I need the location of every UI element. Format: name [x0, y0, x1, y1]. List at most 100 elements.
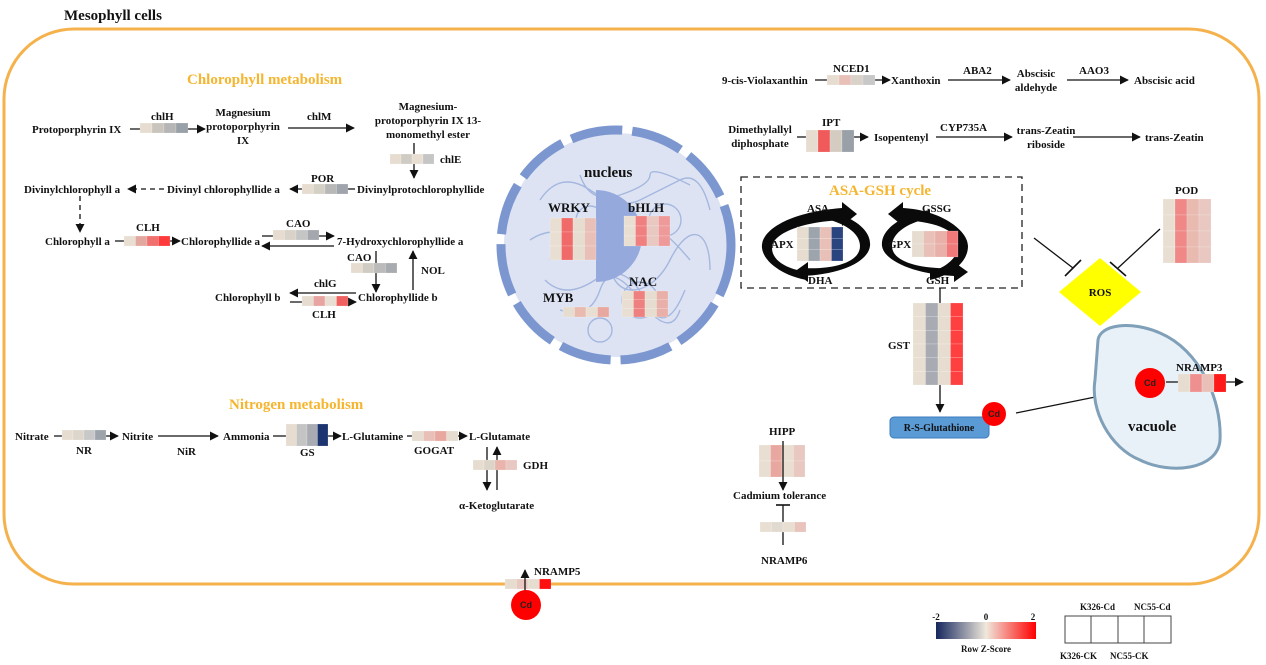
node-divinylprotochlorophyllide: Divinylprotochlorophyllide — [357, 184, 484, 196]
heatmap-cell — [158, 235, 171, 247]
legend-max: 2 — [1031, 612, 1036, 622]
heatmap-cell — [301, 295, 314, 307]
heatmap-cell — [1198, 230, 1212, 248]
heatmap-cell — [336, 183, 349, 195]
node-aldehyde-2: aldehyde — [1015, 82, 1057, 94]
heatmap-cell — [400, 153, 413, 165]
heatmap-cell — [549, 231, 562, 247]
heatmap-cell — [808, 226, 821, 239]
gene-NRAMP6: NRAMP6 — [761, 555, 808, 567]
heatmap-cell — [139, 122, 153, 134]
heatmap-cell — [646, 235, 659, 247]
heatmap-cell — [912, 357, 926, 372]
heatmap-cell — [831, 226, 844, 239]
heatmap-cell — [446, 430, 459, 442]
heatmap-cell — [950, 357, 964, 372]
heatmap-cell — [561, 217, 574, 233]
node-isopentenyl: Isopentenyl — [874, 132, 928, 144]
heatmap-cell — [829, 129, 843, 153]
heatmap-cell — [794, 521, 807, 533]
heatmap — [912, 302, 964, 386]
heatmap-cell — [633, 299, 646, 309]
heatmap-cell — [72, 429, 85, 441]
heatmap-cell — [950, 316, 964, 331]
heatmap — [562, 306, 610, 318]
pod-label: POD — [1175, 185, 1198, 197]
heatmap-cell — [1213, 373, 1227, 393]
heatmap-cell — [644, 299, 657, 309]
heatmap-cell — [923, 230, 936, 245]
legend-nc55-ck: NC55-CK — [1110, 651, 1149, 661]
node-protoporphyrin: Protoporphyrin IX — [32, 124, 121, 136]
asa-gsh-title: ASA-GSH cycle — [829, 183, 931, 199]
heatmap — [826, 74, 876, 86]
heatmap-cell — [313, 183, 326, 195]
node-abscisic-acid: Abscisic acid — [1134, 75, 1195, 87]
heatmap-cell — [1162, 246, 1176, 264]
heatmap-cell — [411, 430, 424, 442]
heatmap-cell — [572, 217, 585, 233]
heatmap-cell — [422, 153, 435, 165]
tf-myb: MYB — [543, 290, 574, 305]
heatmap — [411, 430, 459, 442]
heatmap-cell — [163, 122, 177, 134]
dha-label: DHA — [808, 275, 833, 287]
gene-chlM: chlM — [307, 111, 332, 123]
heatmap-cell — [925, 302, 939, 317]
heatmap-cell — [572, 231, 585, 247]
heatmap-cell — [295, 229, 308, 241]
gene-NR: NR — [76, 445, 93, 457]
heatmap-cell — [782, 521, 795, 533]
heatmap-cell — [1201, 373, 1215, 393]
heatmap-cell — [1186, 246, 1200, 264]
heatmap-cell — [623, 225, 636, 237]
heatmap-cell — [805, 129, 819, 153]
heatmap-cell — [796, 238, 809, 250]
heatmap-cell — [644, 290, 657, 300]
gene-HIPP: HIPP — [769, 426, 796, 438]
heatmap-cell — [658, 235, 671, 247]
heatmap — [472, 459, 518, 471]
heatmap-cell — [911, 230, 924, 245]
node-dmapp-2: diphosphate — [731, 138, 789, 150]
node-divinyl-chlorophyllide: Divinyl chlorophyllide a — [167, 184, 280, 196]
heatmap-cell — [1174, 198, 1188, 216]
node-xanthoxin: Xanthoxin — [891, 75, 941, 87]
heatmap-cell — [633, 290, 646, 300]
heatmap-cell — [61, 429, 74, 441]
node-trans-zeatin: trans-Zeatin — [1145, 132, 1204, 144]
cd-ion-membrane — [511, 590, 541, 620]
gssg-label: GSSG — [922, 203, 952, 215]
node-chlorophyll-b: Chlorophyll b — [215, 292, 281, 304]
heatmap-cell — [808, 238, 821, 250]
heatmap — [1177, 373, 1227, 393]
heatmap-cell — [912, 371, 926, 386]
heatmap-cell — [862, 74, 876, 86]
heatmap-cell — [621, 290, 634, 300]
gene-NRAMP5: NRAMP5 — [534, 566, 581, 578]
gene-NCED1: NCED1 — [833, 63, 870, 75]
heatmap-cell — [1198, 246, 1212, 264]
heatmap-cell — [434, 430, 447, 442]
heatmap — [621, 290, 669, 318]
heatmap-cell — [94, 429, 107, 441]
heatmap-cell — [1177, 373, 1191, 393]
gene-CYP735A: CYP735A — [940, 122, 987, 134]
gene-NRAMP3: NRAMP3 — [1176, 362, 1223, 374]
heatmap-cell — [301, 183, 314, 195]
heatmap-cell — [819, 249, 832, 262]
vacuole — [1092, 324, 1222, 470]
heatmap-cell — [925, 371, 939, 386]
sample-legend-grid — [1064, 615, 1172, 644]
heatmap-cell — [646, 215, 659, 227]
heatmap-cell — [1198, 214, 1212, 232]
gpx-label: GPX — [888, 239, 911, 251]
node-mg-proto-3: IX — [237, 135, 249, 147]
heatmap-cell — [937, 371, 951, 386]
heatmap-cell — [937, 302, 951, 317]
ros-diamond — [1059, 258, 1141, 326]
node-aldehyde-1: Abscisic — [1017, 68, 1056, 80]
heatmap — [301, 295, 349, 307]
cd-ion-rsg — [982, 402, 1006, 426]
